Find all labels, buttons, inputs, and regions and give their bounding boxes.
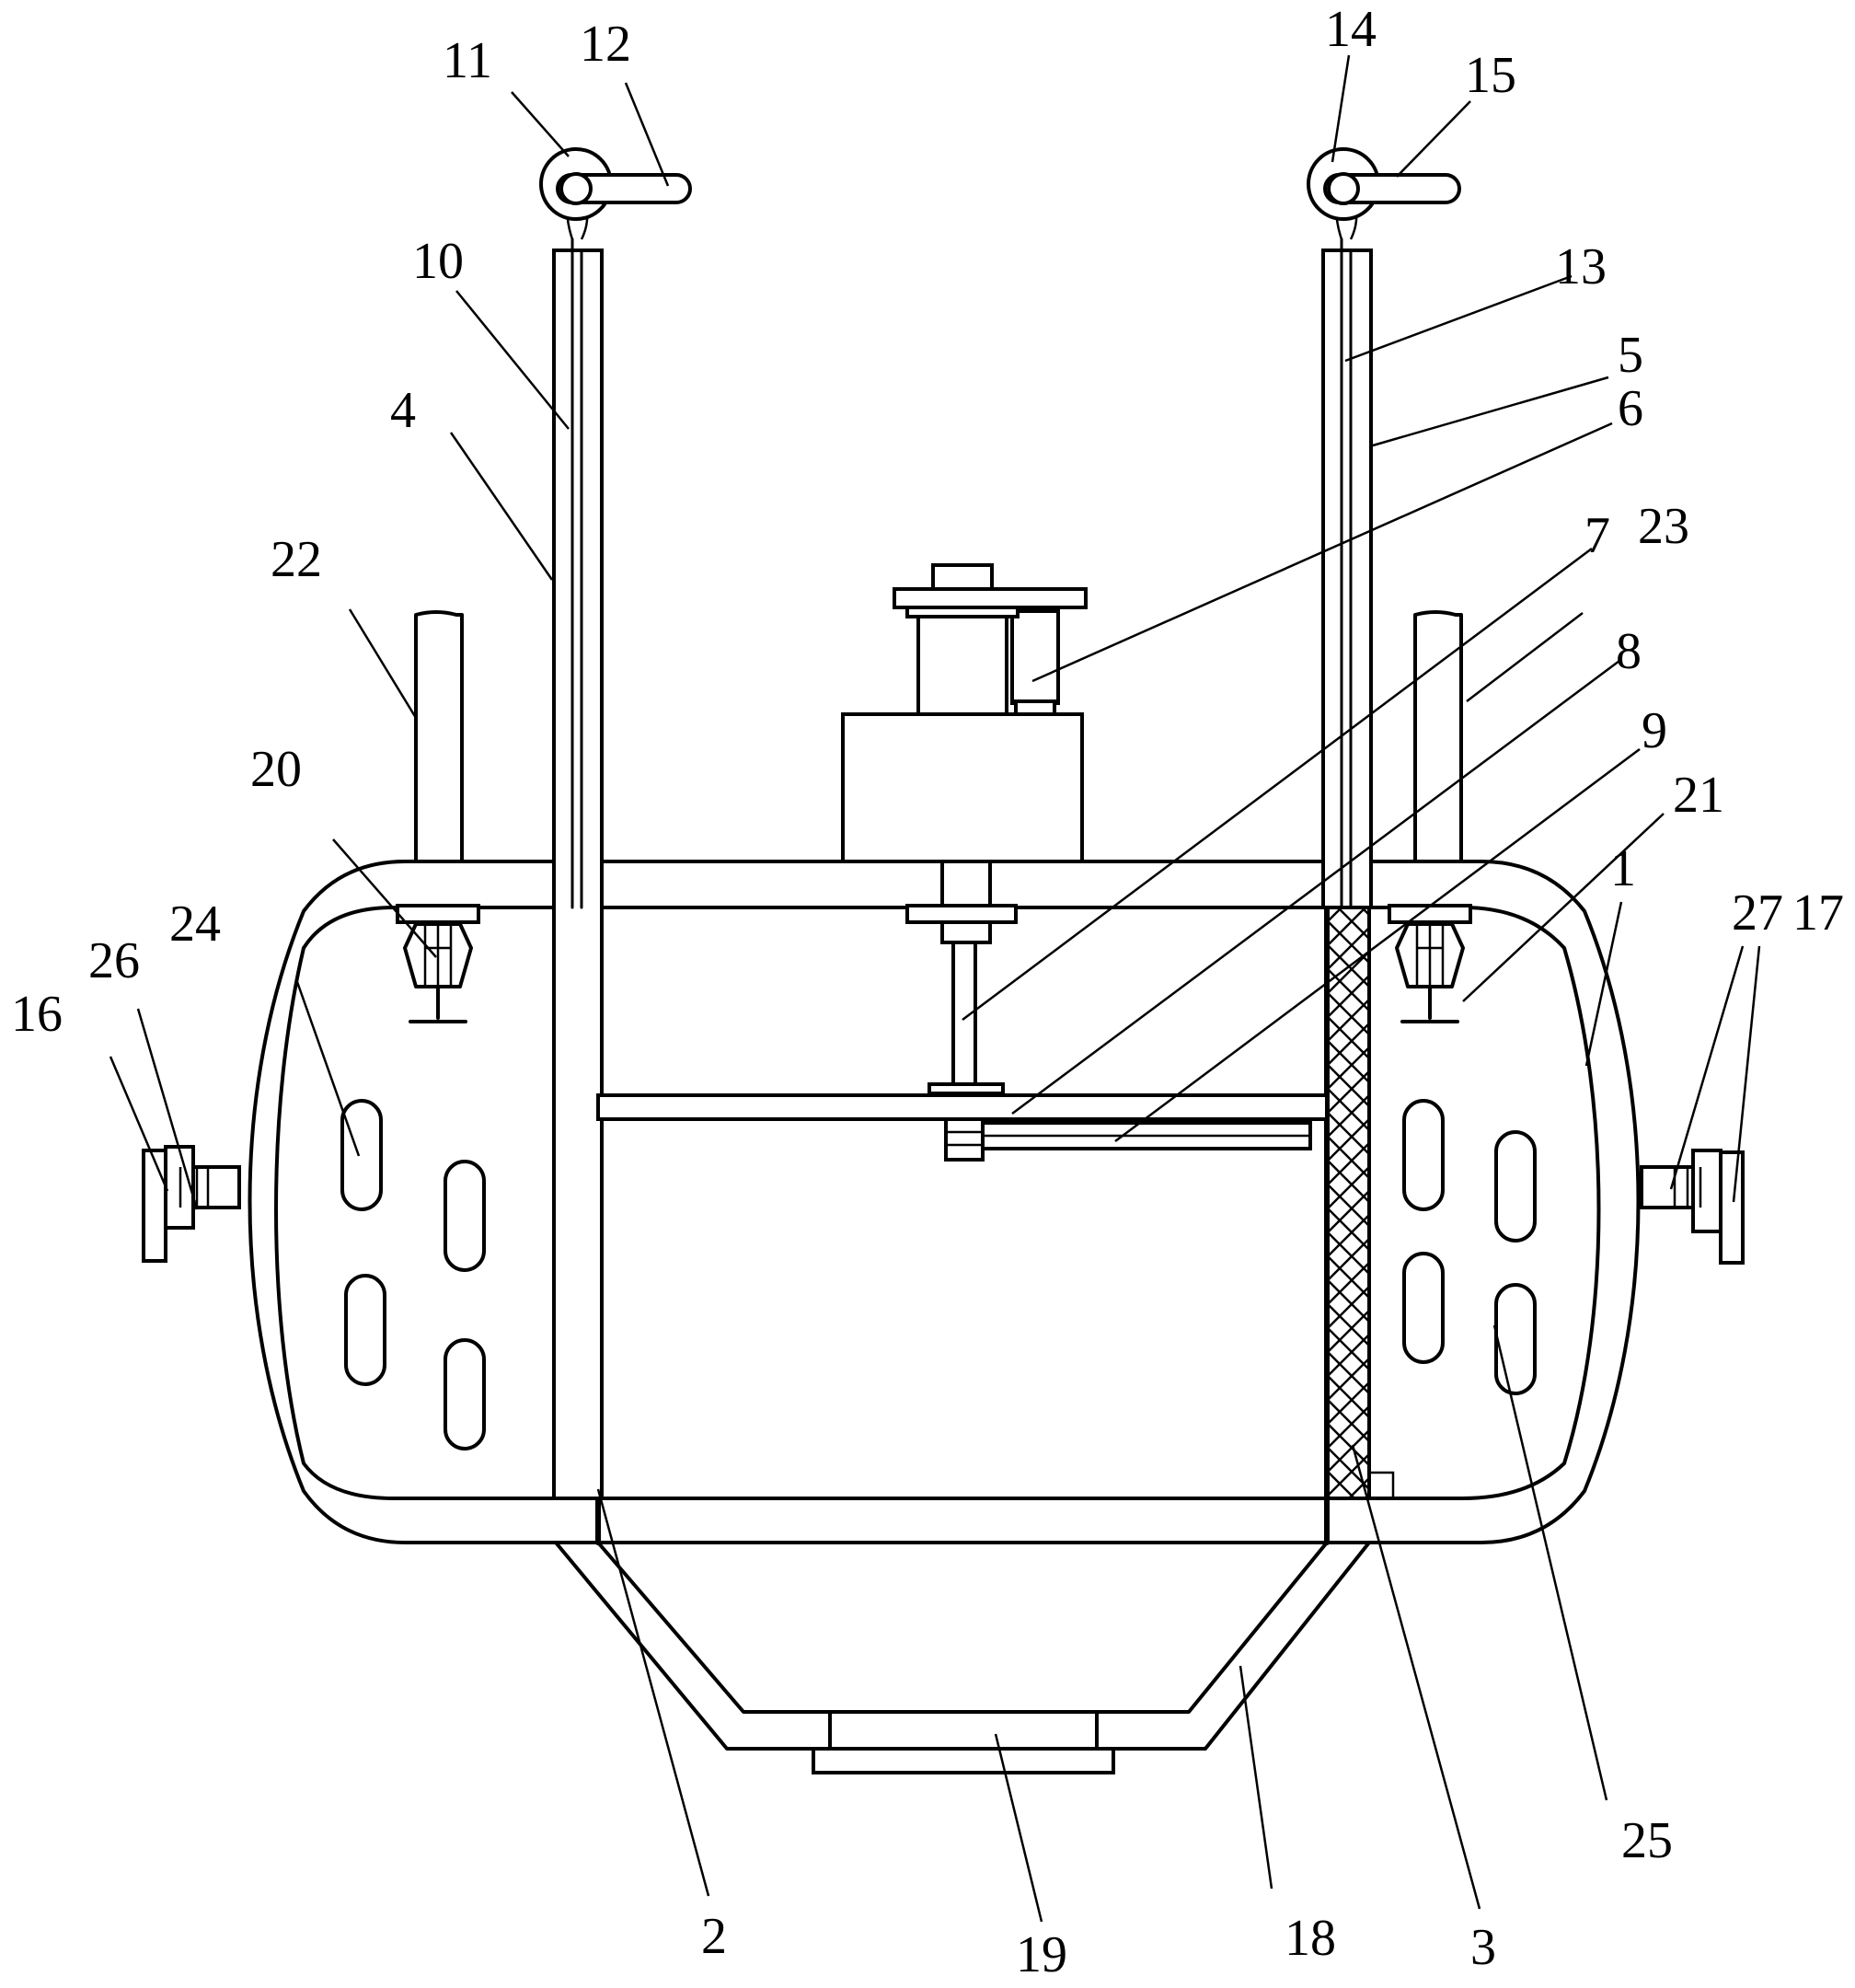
drive-shaft <box>905 860 1018 1095</box>
left-flange <box>142 1145 241 1263</box>
left-pulley-handle <box>539 147 692 221</box>
right-spray-nozzle <box>1388 904 1472 1023</box>
bottom-hopper <box>554 1541 1371 1774</box>
label-18: 18 <box>1285 1910 1336 1967</box>
label-27: 27 <box>1732 884 1783 942</box>
right-flange <box>1640 1149 1745 1265</box>
leader-lines <box>109 54 1761 1923</box>
label-16: 16 <box>11 986 63 1043</box>
label-22: 22 <box>271 531 322 588</box>
label-8: 8 <box>1616 623 1642 680</box>
label-24: 24 <box>169 896 221 953</box>
right-heating-slots <box>1402 1099 1537 1395</box>
stirring-plate <box>596 1093 1329 1162</box>
right-pulley-handle <box>1307 147 1461 221</box>
label-4: 4 <box>390 382 416 439</box>
label-19: 19 <box>1016 1926 1067 1983</box>
part-labels: 1 2 3 4 5 6 7 8 9 10 11 12 13 14 15 16 1… <box>11 1 1844 1983</box>
label-3: 3 <box>1470 1919 1496 1976</box>
left-lift-column <box>552 192 604 1500</box>
label-17: 17 <box>1792 884 1844 942</box>
label-21: 21 <box>1673 767 1724 824</box>
right-lift-column <box>1321 192 1373 909</box>
label-7: 7 <box>1584 507 1610 564</box>
label-13: 13 <box>1555 238 1607 295</box>
label-26: 26 <box>88 932 140 989</box>
label-9: 9 <box>1642 702 1667 759</box>
label-2: 2 <box>701 1908 727 1965</box>
inlet-pipes <box>414 610 1463 863</box>
label-20: 20 <box>250 741 302 798</box>
label-25: 25 <box>1621 1812 1673 1869</box>
label-14: 14 <box>1325 1 1377 58</box>
label-6: 6 <box>1618 380 1643 437</box>
right-insulation-layer <box>1325 906 1371 1500</box>
label-23: 23 <box>1638 498 1689 555</box>
label-10: 10 <box>412 233 464 290</box>
label-12: 12 <box>580 16 631 73</box>
label-1: 1 <box>1610 840 1636 897</box>
label-5: 5 <box>1618 327 1643 384</box>
left-heating-slots <box>340 1099 486 1451</box>
label-11: 11 <box>443 32 492 89</box>
left-spray-nozzle <box>396 904 480 1023</box>
motor-assembly <box>841 563 1088 863</box>
label-15: 15 <box>1465 47 1516 104</box>
discharge-outlet <box>828 1710 1099 1751</box>
